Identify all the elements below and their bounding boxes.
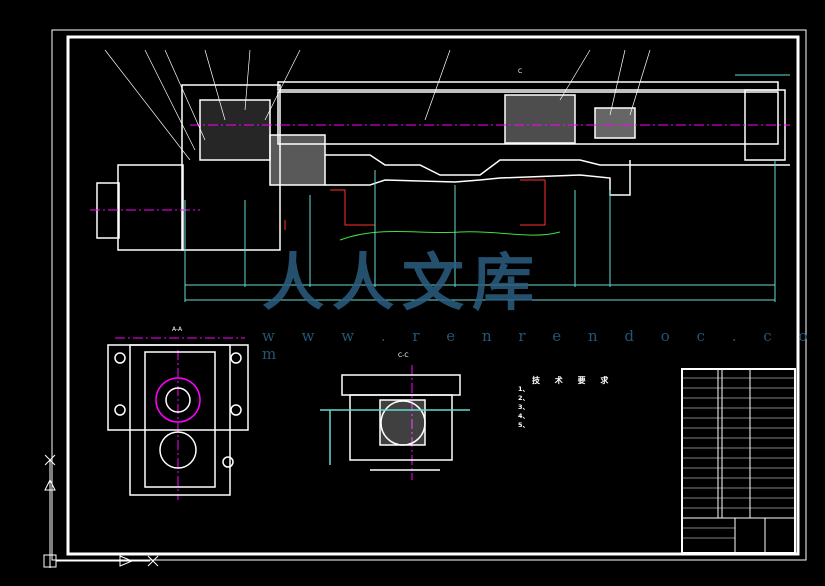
requirement-item: 5、 [518,421,530,429]
main-assembly-view [96,81,790,251]
technical-requirements-title: 技 术 要 求 [532,376,615,385]
technical-requirements: 技 术 要 求 1、 2、 3、 4、 5、 [518,376,614,430]
dimension-lines [184,74,790,302]
section-cc-label: C-C [398,352,409,359]
ucs-icon [43,454,159,568]
section-cc-view [320,374,470,471]
outer-border [51,29,807,561]
requirement-item: 3、 [518,403,530,411]
title-block [681,368,796,554]
watermark-logo: 人人文库 [262,246,543,319]
section-aa-label: A-A [172,326,183,333]
centerlines [90,124,790,500]
section-c-mark: C [518,68,523,75]
title-block-rows [682,377,795,539]
requirement-item: 1、 [518,385,530,393]
inner-frame [66,35,800,556]
leader-lines [104,49,651,161]
hidden-lines [284,179,546,230]
watermark-url: w w w . r e n r e n d o c . c o m [262,327,819,363]
section-aa-view [107,344,249,496]
requirement-item: 2、 [518,394,530,402]
requirement-item: 4、 [518,412,530,420]
